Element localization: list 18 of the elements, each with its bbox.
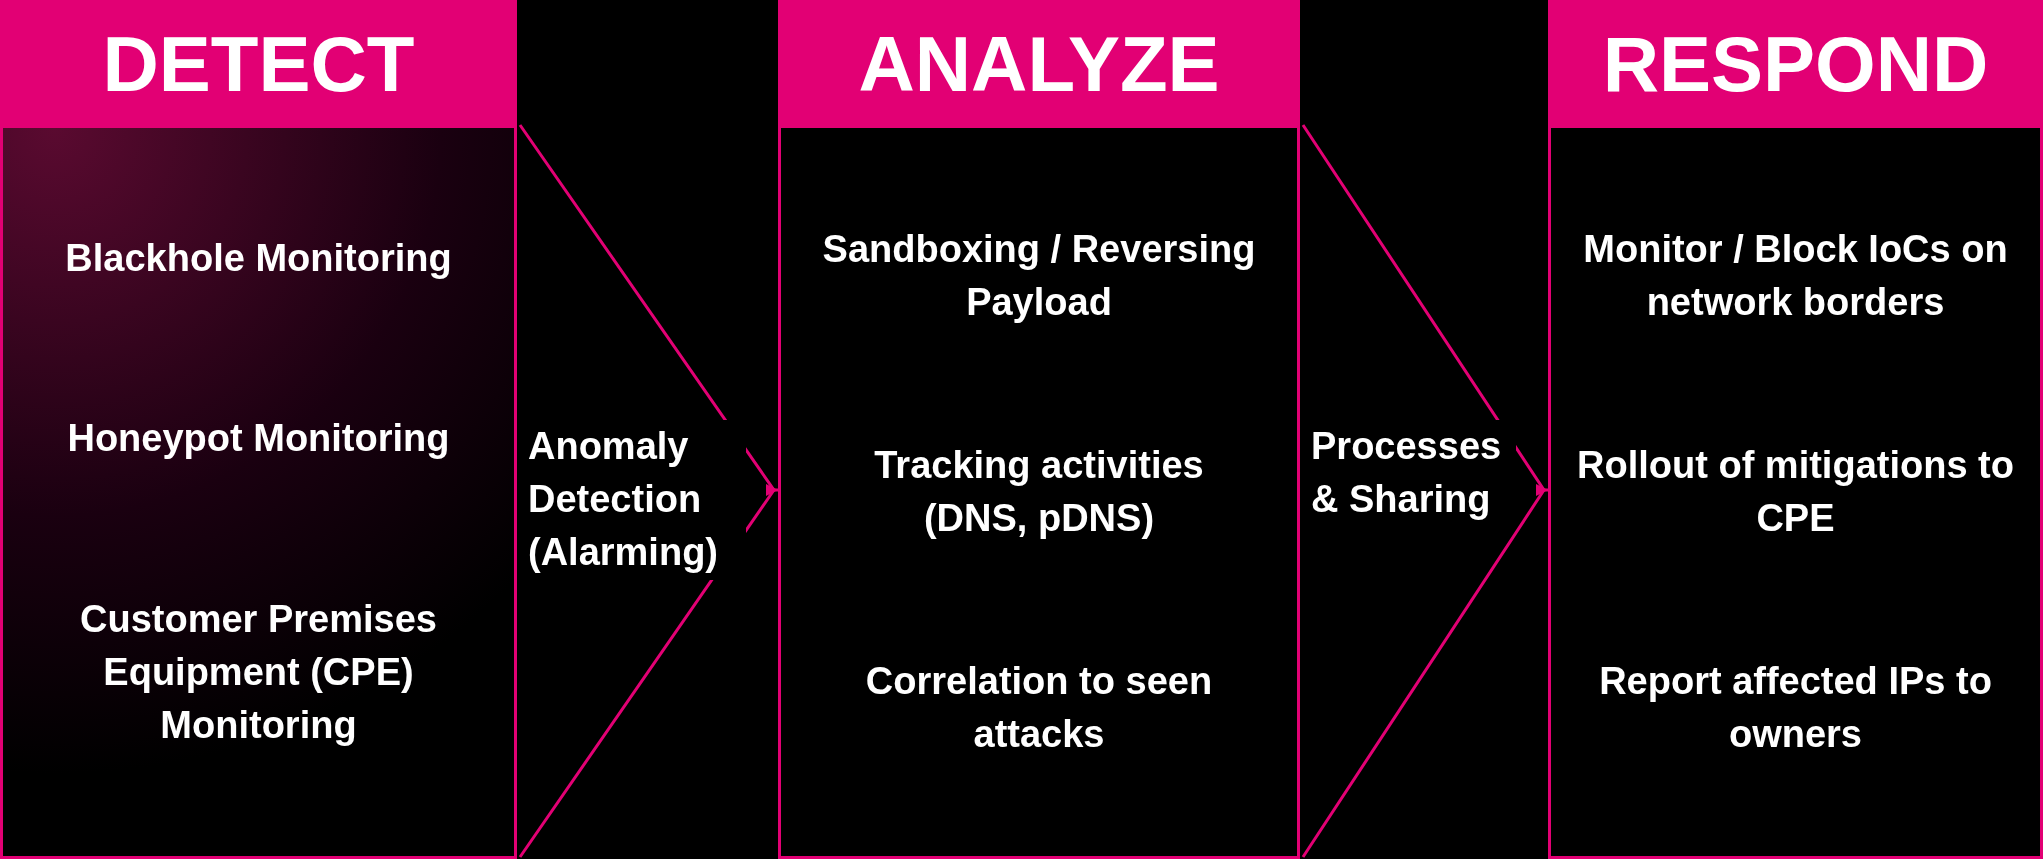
stage-item-text: Monitor / Block IoCs on network borders: [1582, 226, 2009, 325]
stage-item-text: Honeypot Monitoring: [67, 416, 450, 462]
stage-panel: [0, 0, 517, 859]
edge-label: Anomaly Detection (Alarming): [528, 420, 746, 580]
stage-header: RESPOND: [1551, 0, 2040, 128]
chevron-arrow: [1301, 123, 1550, 859]
chevron-arrow: [518, 123, 780, 859]
stage-item-text: Blackhole Monitoring: [65, 235, 452, 281]
stage-panel: [1548, 0, 2043, 859]
stage-item-text: Rollout of mitigations to CPE: [1576, 442, 2015, 541]
stage-header: DETECT: [3, 0, 514, 128]
stage-panel: [778, 0, 1300, 859]
stage-item-text: Sandboxing / Reversing Payload: [821, 226, 1257, 325]
stage-item-text: Correlation to seen attacks: [864, 658, 1214, 757]
stage-item-text: Report affected IPs to owners: [1598, 658, 1993, 757]
stage-header: ANALYZE: [781, 0, 1297, 128]
stage-item-text: Tracking activities (DNS, pDNS): [873, 442, 1205, 541]
stage-item-text: Customer Premises Equipment (CPE) Monitoring: [79, 596, 438, 749]
